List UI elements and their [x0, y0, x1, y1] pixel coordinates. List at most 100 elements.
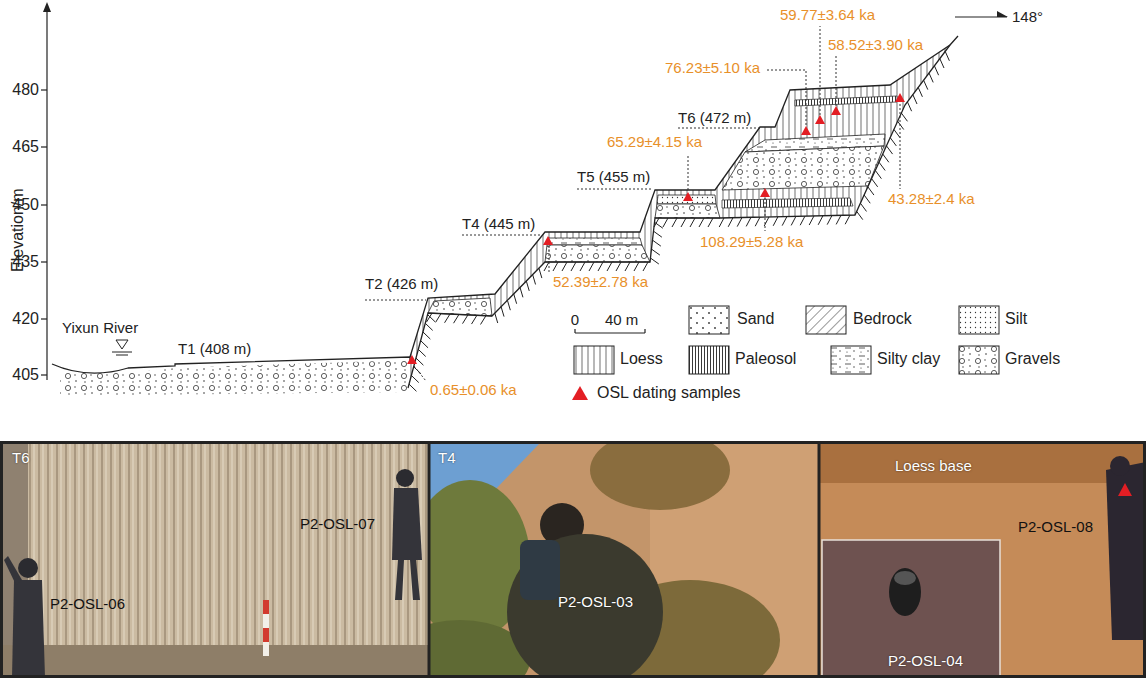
bedrock-hatch — [663, 218, 668, 227]
bedrock-hatch — [728, 218, 733, 227]
sample-label: P2-OSL-08 — [1018, 518, 1093, 535]
legend-label: Sand — [737, 310, 774, 328]
bedrock-hatch — [746, 217, 751, 226]
bedrock-hatch — [481, 316, 486, 325]
bedrock-hatch — [472, 315, 477, 324]
bedrock-hatch — [901, 113, 907, 121]
sample-label: P2-OSL-06 — [50, 595, 125, 612]
photo-3 — [820, 443, 1146, 483]
terrace-label: T5 (455 m) — [577, 168, 650, 185]
osl-sample-marks — [895, 93, 905, 102]
osl-sample-marks — [801, 126, 811, 135]
osl-sample-marks — [543, 236, 553, 245]
age-leader — [900, 104, 901, 189]
age-leader — [688, 154, 689, 190]
legend-swatch — [805, 305, 847, 335]
legend-swatch — [959, 346, 999, 374]
legend-swatch — [688, 345, 730, 375]
direction-label: 148° — [1012, 8, 1043, 25]
terrace-leader — [577, 189, 652, 190]
elevation-axis — [46, 8, 47, 380]
bedrock-hatch — [425, 323, 432, 330]
t5-gravel — [655, 204, 720, 218]
bedrock-hatch — [708, 218, 713, 227]
photo-frame — [428, 443, 431, 678]
photo-1 — [12, 580, 45, 678]
t4-gravel — [545, 245, 650, 262]
photo-3 — [820, 443, 1146, 678]
ground-surface — [410, 45, 950, 357]
legend-swatch — [573, 345, 615, 375]
paleosol-band — [795, 96, 897, 106]
age-label: 0.65±0.06 ka — [430, 381, 517, 398]
legend-label: Silt — [1005, 310, 1027, 328]
bedrock-hatch — [625, 262, 630, 271]
photo-1 — [263, 628, 269, 642]
river-label: Yixun River — [62, 319, 138, 336]
osl-sample-marks — [760, 188, 770, 197]
bedrock-hatch — [907, 102, 911, 111]
bedrock-hatch — [872, 179, 878, 187]
bedrock-hatch — [918, 87, 922, 96]
bedrock-hatch — [800, 216, 805, 225]
photo-1 — [263, 614, 269, 628]
water-symbol — [112, 352, 132, 353]
bedrock-hatch — [416, 358, 423, 365]
bedrock-hatch — [719, 218, 724, 227]
terrace-label: T2 (426 m) — [365, 275, 438, 292]
bedrock-hatch — [809, 216, 814, 225]
direction-arrow — [955, 11, 1008, 17]
tick-label: 435 — [12, 253, 39, 271]
bedrock-hatch — [454, 314, 459, 323]
bedrock-hatch — [616, 262, 621, 271]
paleosol-band — [722, 198, 853, 208]
bedrock-hatch — [643, 262, 648, 271]
age-label: 58.52±3.90 ka — [828, 36, 923, 53]
photo-3 — [822, 540, 1000, 678]
age-label: 59.77±3.64 ka — [780, 6, 875, 23]
bedrock-hatch — [520, 287, 523, 297]
photo-panel: T4P2-OSL-03 — [430, 443, 818, 677]
bedrock-hatch — [737, 218, 742, 227]
photo-frame — [2, 443, 1145, 677]
terrace-label: T4 (445 m) — [462, 215, 535, 232]
scale-label: 0 — [571, 311, 579, 328]
photo-3 — [1118, 483, 1132, 496]
bedrock-hatch — [940, 59, 944, 68]
photo-frame — [818, 443, 821, 678]
bedrock-hatch — [929, 73, 933, 82]
photo-2 — [507, 534, 663, 678]
bedrock-hatch — [409, 384, 416, 391]
osl-sample-marks — [407, 355, 417, 364]
terrace-leader — [365, 300, 426, 301]
bedrock-hatch — [463, 315, 468, 324]
bedrock-hatch — [827, 216, 832, 225]
osl-sample-marks — [815, 115, 825, 124]
photo-3 — [1106, 462, 1146, 640]
photo-2 — [430, 443, 818, 678]
bedrock-hatch — [654, 218, 659, 227]
elevation-axis — [41, 2, 51, 380]
note-label: Loess base — [895, 457, 972, 474]
loess-fill — [408, 45, 950, 388]
photo-1 — [392, 488, 422, 560]
bedrock-hatch — [845, 215, 850, 224]
legend-swatch — [689, 306, 729, 334]
osl-sample-marks — [831, 106, 841, 115]
legend-label: Paleosol — [735, 350, 796, 368]
bedrock-hatch — [418, 349, 425, 356]
bedrock-hatch — [681, 218, 686, 227]
osl-sample-marks — [407, 93, 905, 364]
photo-3 — [894, 571, 916, 585]
legend-label: Silty clay — [877, 350, 940, 368]
bedrock-hatch — [501, 307, 504, 317]
legend-swatch — [689, 346, 729, 374]
bedrock-hatch — [544, 262, 549, 271]
bedrock-hatch — [894, 129, 900, 137]
water-symbol — [112, 340, 132, 355]
age-label: 52.39±2.78 ka — [553, 273, 648, 290]
bedrock-hatch — [409, 51, 949, 391]
bedrock-hatch — [652, 240, 660, 246]
osl-sample-mark — [572, 386, 588, 400]
legend-label: OSL dating samples — [597, 384, 740, 402]
